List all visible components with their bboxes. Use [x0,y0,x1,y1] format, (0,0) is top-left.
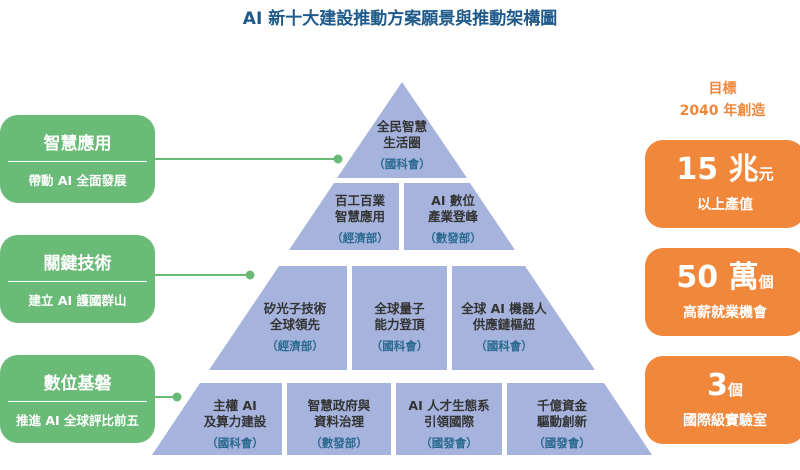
goal-number: 15 兆 [676,152,759,187]
item-line1: 百工百業 [334,193,385,208]
goal-card: 15 兆元 以上產值 [645,140,800,228]
item-line2: 能力登頂 [374,317,425,332]
item-dept: （國科會） [370,339,429,353]
item-line1: 全球量子 [374,301,425,316]
goal-description: 以上產值 [697,197,753,213]
pyramid-item: 智慧政府與資料治理 （數發部） [287,398,391,451]
pillar-subtitle: 帶動 AI 全面發展 [28,173,127,188]
tier4-cell [152,383,282,455]
pyramid-item: 矽光子技術全球領先 （經濟部） [245,301,345,354]
item-line2: 全球領先 [269,317,320,332]
item-line2: 產業登峰 [427,209,478,224]
item-line2: 智慧應用 [334,209,385,224]
item-dept: （數發部） [424,231,482,245]
goal-unit: 元 [758,165,774,183]
pyramid-item: 千億資金驅動創新 （國發會） [507,398,617,451]
item-dept: （國科會） [373,157,431,171]
goal-unit: 個 [727,381,743,399]
pyramid-item: AI 人才生態系引領國際 （國發會） [396,398,502,451]
tier3-cell [209,266,347,370]
item-dept: （經濟部） [266,339,324,353]
goal-unit: 個 [758,273,774,291]
item-line1: 全球 AI 機器人 [461,301,547,316]
pyramid-item: 全球 AI 機器人供應鏈樞紐 （國科會） [444,301,564,354]
goal-description: 國際級實驗室 [683,413,767,429]
item-dept: （國科會） [475,339,533,353]
pillar-heading: 關鍵技術 [8,249,147,282]
tier4-cell [287,383,391,455]
goals-heading: 目標 2040 年創造 [645,78,800,122]
tier3-cell [352,266,447,370]
item-dept: （國發會） [420,436,478,450]
item-line1: AI 數位 [431,193,475,208]
item-line1: 主權 AI [213,398,257,413]
tier2-cell [404,183,515,250]
pillar-heading: 智慧應用 [8,129,147,162]
goal-card: 3個 國際級實驗室 [645,356,800,444]
goal-number: 3 [707,368,728,403]
tier2-cell [289,183,399,250]
item-line2: 驅動創新 [536,414,587,429]
pillar-smart-applications: 智慧應用 帶動 AI 全面發展 [0,115,155,203]
tier4-cell [396,383,502,455]
goals-heading-line2: 2040 年創造 [679,103,766,119]
pyramid-item: 全球量子能力登頂 （國科會） [352,301,447,354]
goal-card: 50 萬個 高薪就業機會 [645,248,800,336]
pyramid-item: 百工百業智慧應用 （經濟部） [315,193,405,246]
pyramid-item: 全民智慧生活圈 （國科會） [352,119,452,172]
item-line2: 供應鏈樞紐 [472,317,536,332]
item-line2: 引領國際 [423,414,474,429]
pillar-digital-foundation: 數位基磐 推進 AI 全球評比前五 [0,355,155,443]
item-dept: （國發會） [533,436,591,450]
goal-description: 高薪就業機會 [683,305,767,321]
item-line1: 千億資金 [536,398,587,413]
pillar-subtitle: 建立 AI 護國群山 [28,293,127,308]
item-dept: （數發部） [310,436,368,450]
tier3-cell [452,266,595,370]
goals-heading-line1: 目標 [708,81,737,97]
item-line2: 資料治理 [313,414,364,429]
item-line2: 生活圈 [383,135,421,150]
pillar-subtitle: 推進 AI 全球評比前五 [15,413,140,428]
tier4-cell [507,383,652,455]
item-line2: 及算力建設 [203,414,267,429]
pillar-key-technologies: 關鍵技術 建立 AI 護國群山 [0,235,155,323]
pillar-heading: 數位基磐 [8,369,147,402]
item-line1: 全民智慧 [376,119,427,134]
goal-number: 50 萬 [676,260,759,295]
pyramid-item: AI 數位產業登峰 （數發部） [403,193,503,246]
tier1-cell [337,82,467,178]
item-dept: （國科會） [206,436,264,450]
diagram-title: AI 新十大建設推動方案願景與推動架構圖 [242,9,558,29]
item-line1: AI 人才生態系 [408,398,490,413]
item-dept: （經濟部） [331,231,389,245]
item-line1: 矽光子技術 [263,301,327,316]
item-line1: 智慧政府與 [307,398,371,413]
